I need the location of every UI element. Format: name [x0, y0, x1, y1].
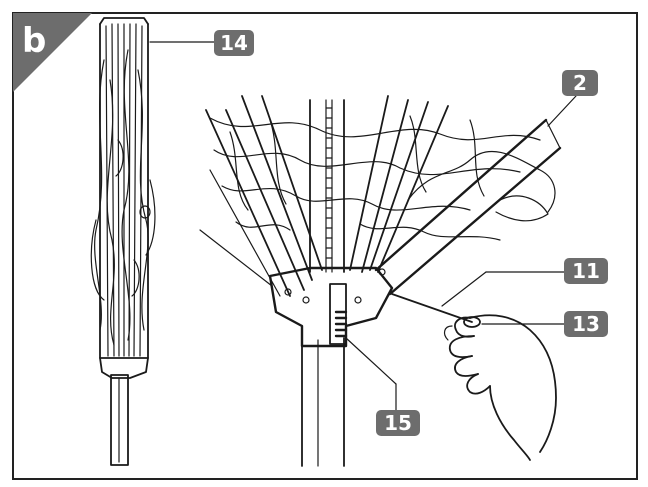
folded-dryer-illustration [90, 17, 156, 466]
callout-11: 11 [564, 258, 608, 284]
svg-text:11: 11 [572, 259, 600, 283]
diagram-frame [12, 12, 638, 480]
callout-14: 14 [214, 30, 254, 56]
callout-13: 13 [564, 311, 608, 337]
callout-15: 15 [376, 410, 420, 436]
svg-text:15: 15 [384, 411, 412, 435]
svg-text:2: 2 [573, 71, 587, 95]
leader-lines [149, 41, 577, 411]
callout-2: 2 [562, 70, 598, 96]
panel-badge: b [13, 13, 92, 92]
panel-label: b [22, 21, 46, 61]
svg-text:13: 13 [572, 312, 600, 336]
hub-detail-illustration [199, 95, 562, 467]
svg-text:14: 14 [220, 31, 248, 55]
